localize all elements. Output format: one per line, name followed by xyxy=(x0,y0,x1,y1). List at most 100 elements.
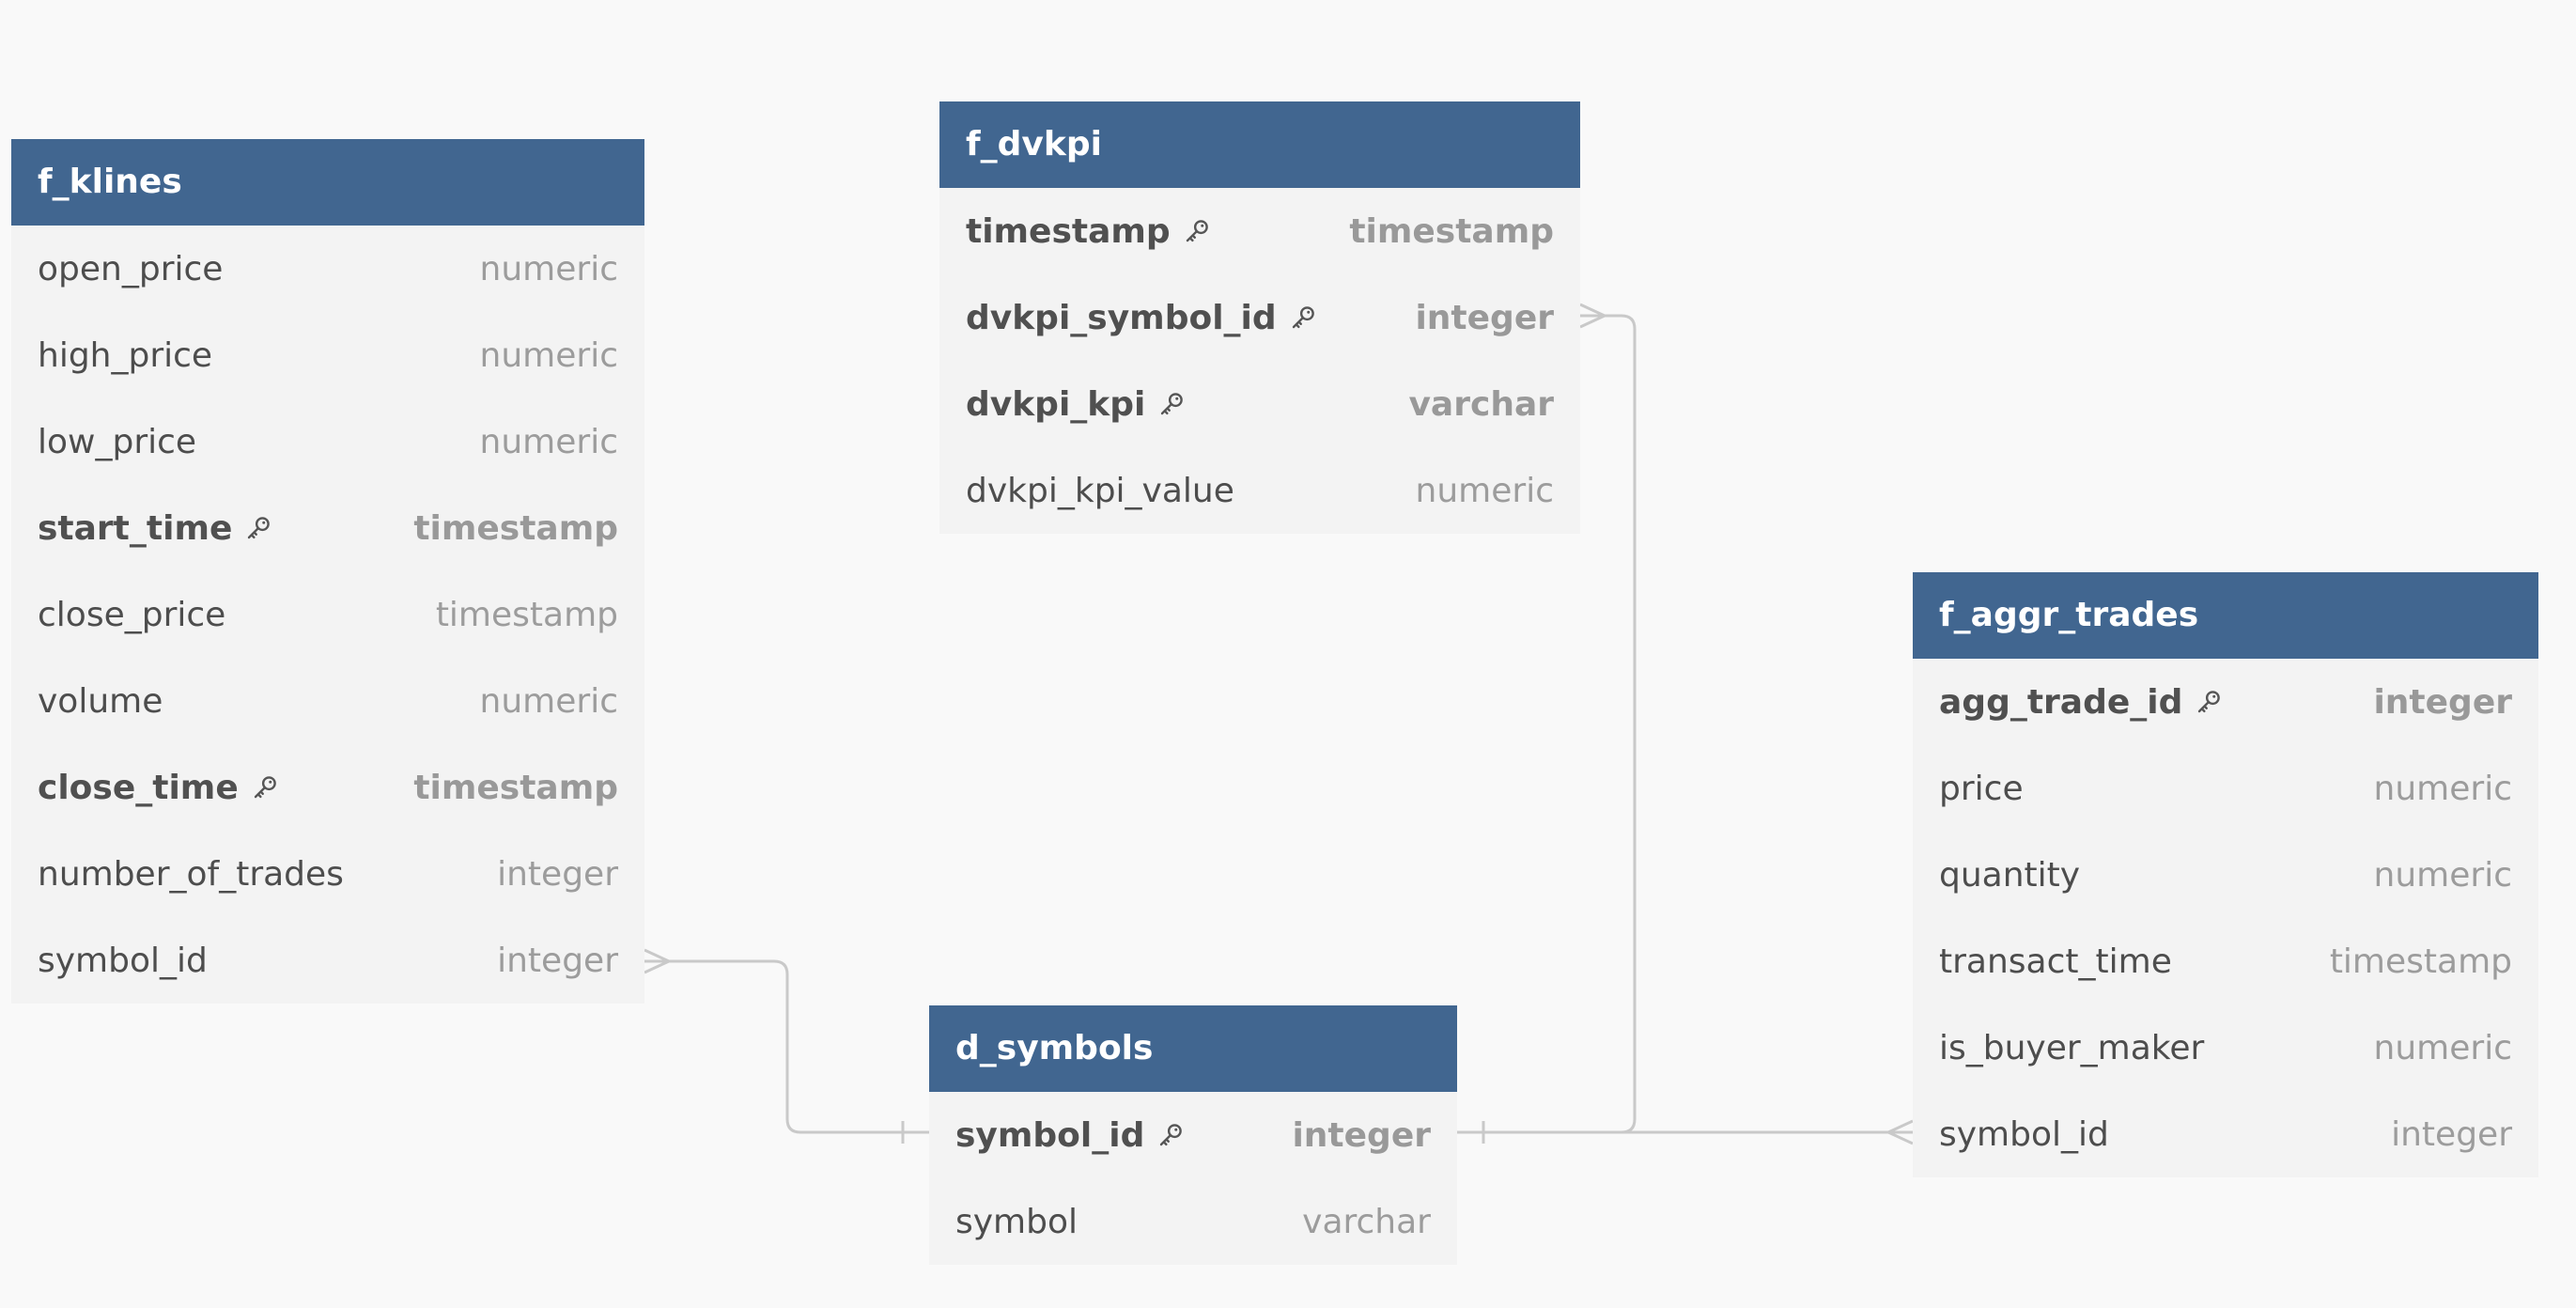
column-name: close_price xyxy=(38,596,225,634)
column-type: numeric xyxy=(479,335,618,375)
column-type: integer xyxy=(497,854,618,894)
column-type: numeric xyxy=(2373,769,2512,808)
column-name-text: low_price xyxy=(38,422,197,461)
column-row-is_buyer_maker[interactable]: is_buyer_maker numeric xyxy=(1913,1004,2538,1091)
crow-foot-marker xyxy=(1885,1119,1914,1145)
column-row-timestamp[interactable]: timestamp timestamp xyxy=(939,188,1580,274)
column-row-symbol[interactable]: symbol varchar xyxy=(929,1178,1457,1265)
column-row-close_price[interactable]: close_price timestamp xyxy=(11,571,644,658)
table-header[interactable]: f_dvkpi xyxy=(939,101,1580,188)
crow-foot-marker xyxy=(1579,303,1608,329)
key-icon xyxy=(250,772,280,802)
column-name: volume xyxy=(38,682,163,721)
column-type: timestamp xyxy=(435,595,618,634)
column-name-text: close_time xyxy=(38,768,239,807)
column-type: integer xyxy=(2391,1114,2512,1154)
column-name-text: symbol xyxy=(955,1202,1079,1241)
column-row-dvkpi_kpi_value[interactable]: dvkpi_kpi_value numeric xyxy=(939,447,1580,534)
column-name: dvkpi_symbol_id xyxy=(966,299,1318,337)
column-name: symbol_id xyxy=(38,942,208,980)
column-row-price[interactable]: price numeric xyxy=(1913,745,2538,832)
column-name: transact_time xyxy=(1939,942,2172,981)
column-row-volume[interactable]: volume numeric xyxy=(11,658,644,744)
column-row-number_of_trades[interactable]: number_of_trades integer xyxy=(11,831,644,917)
column-row-low_price[interactable]: low_price numeric xyxy=(11,398,644,485)
column-name-text: high_price xyxy=(38,335,213,375)
column-row-dvkpi_kpi[interactable]: dvkpi_kpi varchar xyxy=(939,361,1580,447)
column-name: low_price xyxy=(38,423,196,461)
column-name: symbol_id xyxy=(955,1116,1186,1155)
column-name-text: start_time xyxy=(38,508,233,548)
key-icon xyxy=(1156,389,1187,419)
column-type: timestamp xyxy=(1349,211,1554,251)
column-name-text: timestamp xyxy=(966,211,1171,251)
column-type: timestamp xyxy=(413,768,618,807)
column-name-text: quantity xyxy=(1939,855,2081,895)
column-name: dvkpi_kpi xyxy=(966,385,1187,424)
key-icon xyxy=(2194,687,2224,717)
column-type: timestamp xyxy=(2329,942,2512,981)
column-type: numeric xyxy=(479,249,618,288)
table-d_symbols[interactable]: d_symbols symbol_id integer symbol varchar xyxy=(929,1005,1457,1265)
column-name-text: agg_trade_id xyxy=(1939,682,2183,722)
column-row-quantity[interactable]: quantity numeric xyxy=(1913,832,2538,918)
column-name: start_time xyxy=(38,509,273,548)
column-name-text: close_price xyxy=(38,595,226,634)
table-header[interactable]: f_aggr_trades xyxy=(1913,572,2538,659)
column-type: numeric xyxy=(479,422,618,461)
column-name-text: dvkpi_kpi xyxy=(966,384,1146,424)
column-row-symbol_id[interactable]: symbol_id integer xyxy=(1913,1091,2538,1177)
column-type: integer xyxy=(1292,1115,1431,1155)
column-name: agg_trade_id xyxy=(1939,683,2224,722)
column-name: quantity xyxy=(1939,856,2080,895)
table-header[interactable]: f_klines xyxy=(11,139,644,226)
column-type: numeric xyxy=(2373,855,2512,895)
column-type: varchar xyxy=(1302,1202,1431,1241)
column-name: timestamp xyxy=(966,212,1212,251)
crow-foot-marker xyxy=(644,948,673,974)
column-name-text: dvkpi_symbol_id xyxy=(966,298,1277,337)
column-name: high_price xyxy=(38,336,212,375)
column-name-text: price xyxy=(1939,769,2024,808)
column-type: varchar xyxy=(1408,384,1554,424)
column-type: numeric xyxy=(479,681,618,721)
column-name: symbol xyxy=(955,1203,1078,1241)
key-icon xyxy=(1182,216,1212,246)
column-row-symbol_id[interactable]: symbol_id integer xyxy=(929,1092,1457,1178)
key-icon xyxy=(243,513,273,543)
column-type: numeric xyxy=(1415,471,1554,510)
column-list: symbol_id integer symbol varchar xyxy=(929,1092,1457,1265)
column-row-start_time[interactable]: start_time timestamp xyxy=(11,485,644,571)
column-row-close_time[interactable]: close_time timestamp xyxy=(11,744,644,831)
column-name-text: symbol_id xyxy=(955,1115,1145,1155)
column-name-text: is_buyer_maker xyxy=(1939,1028,2205,1067)
relationship-line[interactable] xyxy=(644,959,929,1134)
column-row-agg_trade_id[interactable]: agg_trade_id integer xyxy=(1913,659,2538,745)
column-row-high_price[interactable]: high_price numeric xyxy=(11,312,644,398)
key-icon xyxy=(1156,1120,1186,1150)
column-name: symbol_id xyxy=(1939,1115,2109,1154)
column-type: integer xyxy=(2373,682,2512,722)
column-name: number_of_trades xyxy=(38,855,344,894)
column-row-open_price[interactable]: open_price numeric xyxy=(11,226,644,312)
column-name-text: volume xyxy=(38,681,163,721)
column-name: dvkpi_kpi_value xyxy=(966,472,1234,510)
column-name-text: symbol_id xyxy=(1939,1114,2109,1154)
column-type: timestamp xyxy=(413,508,618,548)
column-name: open_price xyxy=(38,250,223,288)
column-row-transact_time[interactable]: transact_time timestamp xyxy=(1913,918,2538,1004)
column-name-text: open_price xyxy=(38,249,224,288)
column-type: numeric xyxy=(2373,1028,2512,1067)
table-f_dvkpi[interactable]: f_dvkpi timestamp timestamp dvkpi_symbol_i… xyxy=(939,101,1580,534)
column-name-text: transact_time xyxy=(1939,942,2172,981)
key-icon xyxy=(1288,303,1318,333)
column-name: price xyxy=(1939,770,2024,808)
table-header[interactable]: d_symbols xyxy=(929,1005,1457,1092)
